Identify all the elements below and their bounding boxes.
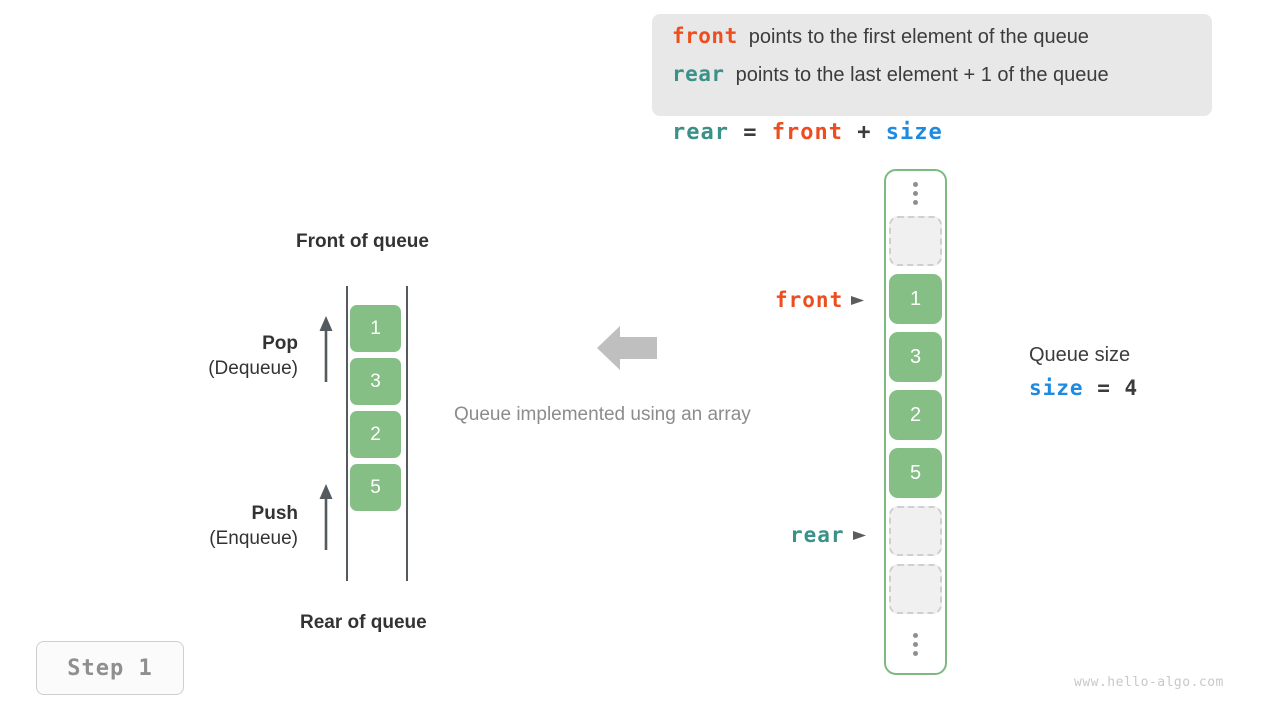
queue-cell: 1 — [350, 305, 401, 352]
legend-box: front points to the first element of the… — [652, 14, 1212, 116]
array-slot-empty — [889, 506, 942, 556]
legend-text-front: points to the first element of the queue — [748, 26, 1089, 48]
queue-rail-right — [406, 286, 408, 581]
rear-pointer-label: rear — [790, 523, 866, 547]
formula-rear-equals-front-plus-size: rear = front + size — [672, 120, 943, 145]
center-caption: Queue implemented using an array — [454, 404, 751, 425]
array-slot-filled: 3 — [889, 332, 942, 382]
size-value: 4 — [1124, 376, 1139, 400]
legend-row-rear: rear points to the last element + 1 of t… — [672, 62, 1192, 100]
front-pointer-label: front — [775, 288, 865, 312]
legend-text-rear: points to the last element + 1 of the qu… — [735, 64, 1109, 86]
queue-size-expression: size = 4 — [1029, 376, 1138, 400]
pop-title: Pop — [262, 333, 298, 354]
rear-of-queue-label: Rear of queue — [300, 612, 427, 633]
array-slot-filled: 5 — [889, 448, 942, 498]
array-slot-filled: 1 — [889, 274, 942, 324]
formula-plus: + — [842, 120, 886, 145]
watermark: www.hello-algo.com — [1074, 675, 1224, 690]
pop-operation-label: Pop (Dequeue) — [118, 333, 298, 380]
legend-row-front: front points to the first element of the… — [672, 24, 1192, 62]
queue-size-title: Queue size — [1029, 344, 1131, 366]
pop-subtitle: (Dequeue) — [208, 358, 298, 379]
arrowhead-right-icon — [852, 530, 866, 540]
queue-cell: 2 — [350, 411, 401, 458]
array-slot-empty — [889, 216, 942, 266]
step-badge: Step 1 — [36, 641, 184, 695]
legend-keyword-front: front — [672, 24, 738, 48]
formula-equals: = — [728, 120, 772, 145]
queue-cell: 3 — [350, 358, 401, 405]
formula-size: size — [885, 120, 943, 145]
formula-lhs-rear: rear — [672, 120, 729, 145]
front-pointer-text: front — [775, 288, 844, 312]
push-subtitle: (Enqueue) — [209, 528, 298, 549]
queue-cells-list: 1 3 2 5 — [350, 305, 401, 517]
push-operation-label: Push (Enqueue) — [118, 503, 298, 550]
array-slot-empty — [889, 564, 942, 614]
queue-rail-left — [346, 286, 348, 581]
formula-front: front — [771, 120, 843, 145]
queue-size-note: Queue size size = 4 — [1029, 344, 1138, 400]
size-variable: size — [1029, 376, 1084, 400]
push-up-arrow-icon — [319, 484, 333, 550]
ellipsis-icon-top — [913, 171, 918, 216]
arrowhead-right-icon — [851, 295, 865, 305]
array-slot-filled: 2 — [889, 390, 942, 440]
push-title: Push — [251, 503, 298, 524]
queue-cell: 5 — [350, 464, 401, 511]
left-arrow-icon — [597, 326, 657, 370]
array-column: 1 3 2 5 — [884, 169, 947, 675]
size-equals: = — [1083, 376, 1125, 400]
legend-keyword-rear: rear — [672, 62, 725, 86]
front-of-queue-label: Front of queue — [296, 231, 429, 252]
rear-pointer-text: rear — [790, 523, 845, 547]
ellipsis-icon-bottom — [913, 622, 918, 667]
pop-up-arrow-icon — [319, 316, 333, 382]
